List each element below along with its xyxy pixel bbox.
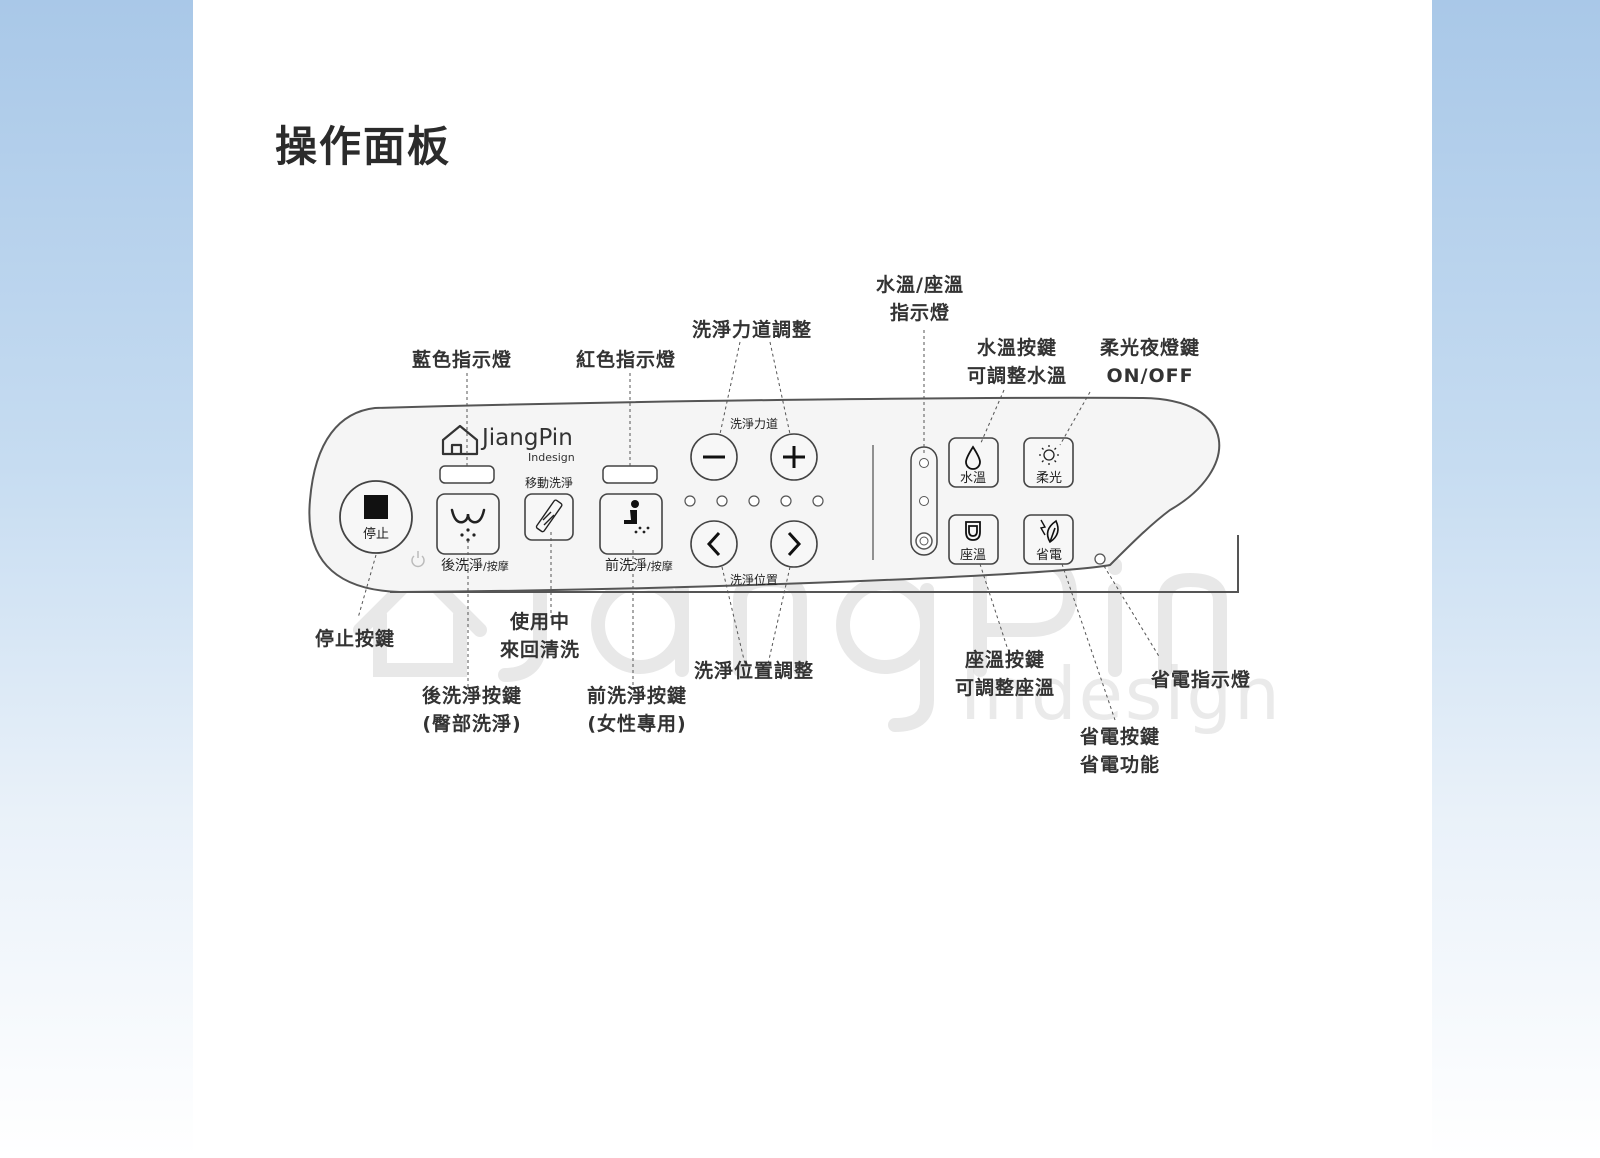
level-indicator-dots bbox=[684, 495, 824, 507]
chevron-left-icon bbox=[706, 531, 721, 557]
brand-house-icon bbox=[441, 424, 479, 456]
wash-position-right-button[interactable] bbox=[770, 520, 818, 568]
rear-wash-icon bbox=[450, 508, 486, 524]
power-icon bbox=[411, 551, 425, 568]
front-wash-label: 前洗淨/按摩 bbox=[605, 557, 673, 574]
callout-wash-position-adjust: 洗淨位置調整 bbox=[694, 660, 815, 682]
callout-temp-indicator: 水溫/座溫指示燈 bbox=[876, 274, 964, 324]
soft-light-button[interactable] bbox=[1023, 437, 1074, 488]
water-temp-label: 水溫 bbox=[960, 471, 986, 486]
water-drop-icon bbox=[965, 445, 981, 470]
wand-icon bbox=[535, 499, 563, 533]
rear-wash-spray-icon bbox=[460, 528, 476, 542]
callout-power-save-indicator: 省電指示燈 bbox=[1151, 669, 1252, 691]
callout-in-use: 使用中來回清洗 bbox=[500, 611, 581, 661]
wash-force-caption: 洗淨力道 bbox=[730, 417, 778, 431]
callout-wash-force-adjust: 洗淨力道調整 bbox=[692, 319, 813, 341]
blue-indicator-light bbox=[439, 465, 495, 484]
callout-water-temp-key: 水溫按鍵可調整水溫 bbox=[967, 337, 1068, 387]
red-indicator-light bbox=[602, 465, 658, 484]
seat-temp-label: 座溫 bbox=[960, 548, 986, 563]
power-save-label: 省電 bbox=[1036, 548, 1062, 563]
temp-indicator-dot-2 bbox=[919, 496, 929, 506]
wash-position-left-button[interactable] bbox=[690, 520, 738, 568]
plus-icon bbox=[783, 446, 805, 468]
watermark-sub: Indesign bbox=[960, 652, 1282, 736]
brand-name: JiangPin bbox=[480, 425, 573, 451]
soft-light-label: 柔光 bbox=[1036, 471, 1062, 486]
leader-lines bbox=[357, 330, 1161, 721]
callout-rear-wash-key: 後洗淨按鍵(臀部洗淨) bbox=[422, 685, 523, 735]
stop-icon bbox=[364, 495, 388, 519]
move-wash-button[interactable] bbox=[524, 493, 574, 541]
rear-wash-button[interactable] bbox=[436, 493, 500, 555]
brand-sub: Indesign bbox=[528, 451, 575, 464]
front-wash-spray-icon bbox=[634, 526, 650, 534]
stop-button-label: 停止 bbox=[363, 526, 389, 542]
leaf-bolt-icon bbox=[1039, 519, 1059, 544]
move-wash-caption: 移動洗淨 bbox=[525, 476, 573, 490]
sun-icon bbox=[1039, 445, 1059, 465]
temp-indicator-dot-1 bbox=[919, 458, 929, 468]
temp-indicator-dot-3-inner bbox=[919, 536, 929, 546]
callout-power-save-key: 省電按鍵省電功能 bbox=[1080, 726, 1161, 776]
power-save-indicator-light bbox=[1094, 553, 1106, 565]
water-temp-button[interactable] bbox=[948, 437, 999, 488]
callout-front-wash-key: 前洗淨按鍵(女性專用) bbox=[587, 685, 688, 735]
callout-stop-key: 停止按鍵 bbox=[315, 628, 396, 650]
page-title: 操作面板 bbox=[275, 122, 452, 171]
panel-underside bbox=[390, 535, 1239, 593]
chevron-right-icon bbox=[787, 531, 802, 557]
rear-wash-label: 後洗淨/按摩 bbox=[441, 558, 509, 574]
front-wash-icon bbox=[624, 500, 639, 524]
wash-position-caption: 洗淨位置 bbox=[730, 572, 778, 587]
toilet-seat-icon bbox=[965, 521, 981, 541]
callout-seat-temp-key: 座溫按鍵可調整座溫 bbox=[955, 649, 1056, 699]
callout-blue-indicator: 藍色指示燈 bbox=[412, 349, 513, 371]
callout-red-indicator: 紅色指示燈 bbox=[576, 349, 677, 371]
